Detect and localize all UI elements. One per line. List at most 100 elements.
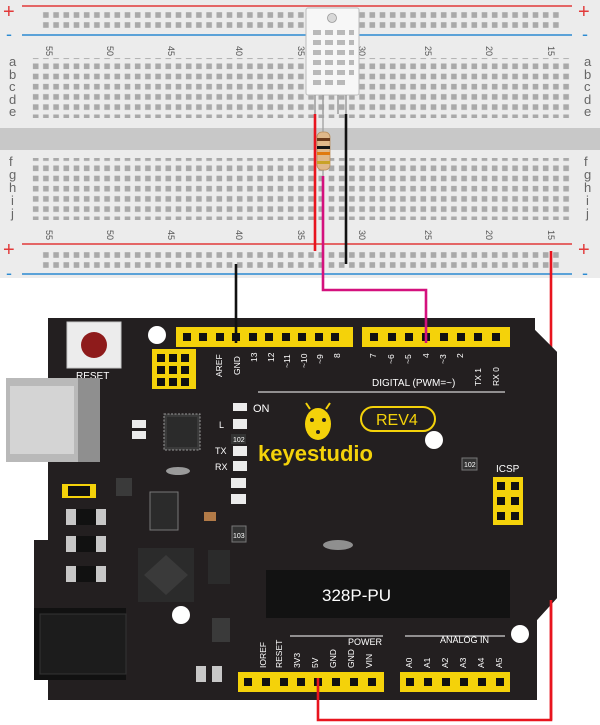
pin-label: 5V xyxy=(310,657,320,668)
pin-label: 2 xyxy=(455,353,465,358)
col-num: 15 xyxy=(546,46,556,56)
pin-label: 8 xyxy=(332,353,342,358)
row-letter: b xyxy=(9,67,16,82)
row-letter: a xyxy=(584,54,592,69)
row-letters: a b c d e a b c d e f g h i j f g h i j xyxy=(9,54,592,221)
capacitors xyxy=(66,509,106,582)
col-num: 50 xyxy=(105,46,115,56)
on-led xyxy=(233,403,247,411)
smd-cap xyxy=(204,512,216,521)
rev-label: REV4 xyxy=(376,412,418,429)
header-top-left xyxy=(176,327,353,347)
col-num: 55 xyxy=(44,46,54,56)
header-analog xyxy=(400,672,510,692)
row-letter: h xyxy=(9,180,16,195)
header-digital xyxy=(362,327,510,347)
rx-led xyxy=(233,461,247,471)
col-num: 55 xyxy=(44,230,54,240)
pin-label: RX 0 xyxy=(491,367,501,386)
transistor xyxy=(116,478,132,496)
rev-badge: REV4 xyxy=(360,406,436,432)
row-letter: i xyxy=(11,193,14,208)
row-letter: c xyxy=(584,79,591,94)
row-letter: i xyxy=(586,193,589,208)
pin-label: AREF xyxy=(214,354,224,377)
pin-label: ~6 xyxy=(386,354,396,364)
row-letter: f xyxy=(9,154,13,169)
row-letter: c xyxy=(9,79,16,94)
usb-port xyxy=(6,378,100,462)
top-pin-labels: AREF GND 13 12 ~11 ~10 ~9 8 7 ~6 ~5 4 ~3… xyxy=(214,352,501,386)
row-letter: g xyxy=(584,167,591,182)
minus-sign: - xyxy=(582,24,588,44)
minus-sign: - xyxy=(6,263,12,283)
pin-label: A5 xyxy=(494,657,504,668)
col-num: 35 xyxy=(296,46,306,56)
pin-label: A0 xyxy=(404,657,414,668)
smd-part xyxy=(132,420,146,428)
row-letter: a xyxy=(9,54,17,69)
reset-button[interactable] xyxy=(66,321,122,369)
analog-label: ANALOG IN xyxy=(440,635,489,645)
reset-label: RESET xyxy=(76,371,109,382)
col-num: 45 xyxy=(166,230,176,240)
col-num: 45 xyxy=(166,46,176,56)
pin-label: ~5 xyxy=(403,354,413,364)
tx-label: TX xyxy=(215,446,227,456)
plus-sign: + xyxy=(578,1,590,23)
row-letter: g xyxy=(9,167,16,182)
row-letter: j xyxy=(585,206,589,221)
on-label: ON xyxy=(253,403,270,415)
digital-label: DIGITAL (PWM=~) xyxy=(372,378,455,389)
pin-label: 3V3 xyxy=(292,653,302,668)
minus-sign: - xyxy=(6,24,12,44)
chip-label: 328P-PU xyxy=(322,586,391,605)
pin-label: ~10 xyxy=(299,353,309,368)
smd-cap xyxy=(231,478,246,488)
atmega-chip: 328P-PU xyxy=(266,570,510,618)
pin-label: ~9 xyxy=(315,354,325,364)
row-letter: e xyxy=(9,104,16,119)
smd-part xyxy=(132,431,146,439)
pin-label: TX 1 xyxy=(473,368,483,386)
resistor-102-b xyxy=(461,457,478,471)
resistor xyxy=(316,114,331,176)
col-num: 35 xyxy=(296,230,306,240)
row-letter: b xyxy=(584,67,591,82)
icsp-label: ICSP xyxy=(496,464,520,475)
col-num: 30 xyxy=(357,46,367,56)
brand-name: keyestudio xyxy=(258,441,373,466)
pin-label: 12 xyxy=(266,352,276,362)
col-num: 15 xyxy=(546,230,556,240)
pin-label: 4 xyxy=(421,353,431,358)
code-103: 103 xyxy=(233,533,245,540)
crystal xyxy=(166,467,190,475)
power-jack xyxy=(34,608,127,680)
pin-label: IOREF xyxy=(258,642,268,668)
arduino-board: RESET xyxy=(6,318,557,700)
pin-label: 7 xyxy=(368,353,378,358)
wire-magenta-data xyxy=(321,176,428,343)
icsp-header xyxy=(493,477,523,525)
col-num: 20 xyxy=(484,46,494,56)
pin-label: A3 xyxy=(458,657,468,668)
tx-led xyxy=(233,446,247,456)
keyestudio-logo xyxy=(305,402,331,440)
smd-caps-bottom xyxy=(196,666,222,682)
pin-label: VIN xyxy=(364,654,374,668)
col-num: 20 xyxy=(484,230,494,240)
row-letter: e xyxy=(584,104,591,119)
pin-label: ~3 xyxy=(438,354,448,364)
minus-sign: - xyxy=(582,263,588,283)
icsp-header-usb xyxy=(152,349,196,389)
transistor xyxy=(212,618,230,642)
col-num: 30 xyxy=(357,230,367,240)
pin-label: GND xyxy=(232,356,242,375)
col-num: 40 xyxy=(234,230,244,240)
resistor-103 xyxy=(231,525,247,543)
row-letter: f xyxy=(584,154,588,169)
wire-ends xyxy=(234,318,553,720)
row-letter: j xyxy=(10,206,14,221)
pin-label: A1 xyxy=(422,657,432,668)
ic-regulator xyxy=(149,491,179,531)
